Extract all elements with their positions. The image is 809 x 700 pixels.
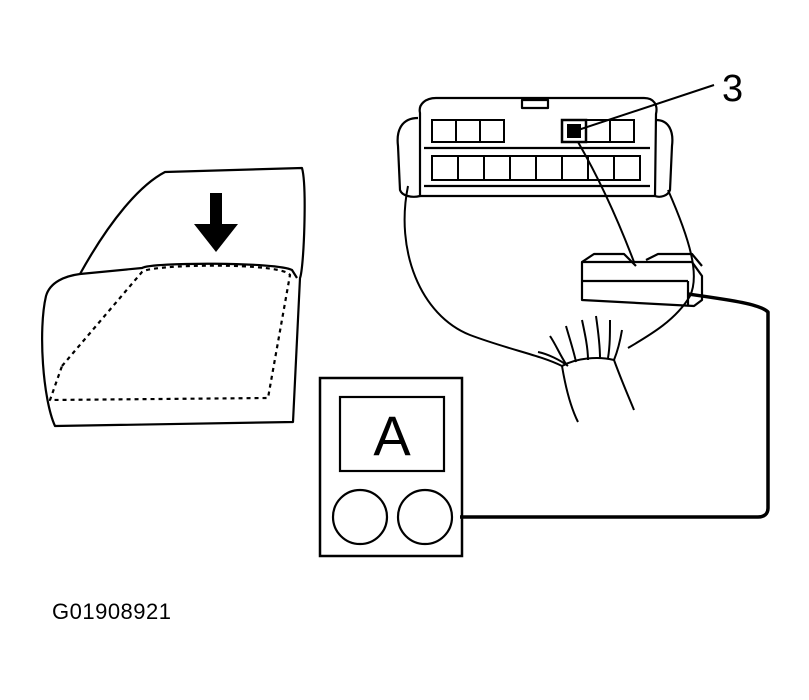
ammeter-left-jack xyxy=(331,488,389,546)
test-plug xyxy=(580,252,704,308)
door-window-frame xyxy=(41,166,306,428)
ammeter-display xyxy=(338,395,446,473)
door-window xyxy=(41,166,306,428)
door-connector xyxy=(396,96,674,198)
connector-terminals-top xyxy=(431,119,635,143)
down-arrow-icon xyxy=(194,193,238,252)
ammeter-display-letter: A xyxy=(373,404,411,467)
figure-id: G01908921 xyxy=(52,599,172,624)
door-window-inner-edge xyxy=(79,262,298,279)
terminal-3 xyxy=(560,118,588,144)
ammeter-right-jack xyxy=(396,488,454,546)
meter-lead-wire xyxy=(460,292,770,519)
connector-right-wing xyxy=(654,118,674,198)
connector-terminals-bottom xyxy=(431,155,641,181)
ammeter-body xyxy=(318,376,464,558)
door-glass-outline xyxy=(48,264,292,402)
connector-latch xyxy=(520,98,550,110)
connector-housing xyxy=(418,96,658,198)
callout-label-3: 3 xyxy=(722,68,744,110)
connector-left-wing xyxy=(396,116,421,198)
ammeter xyxy=(318,376,464,558)
callout-leader-line xyxy=(577,84,715,131)
